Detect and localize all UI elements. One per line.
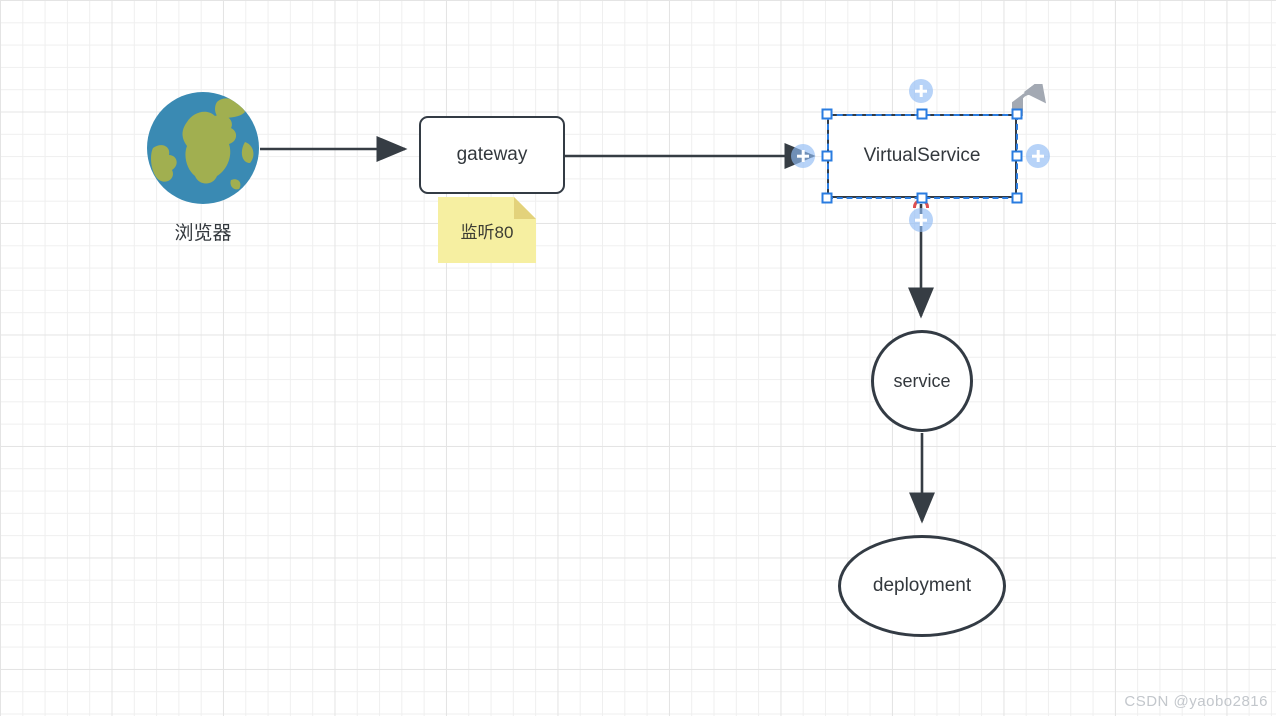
sticky-note-label: 监听80 bbox=[460, 222, 514, 242]
deployment-node[interactable]: deployment bbox=[838, 535, 1006, 637]
csdn-watermark: CSDN @yaobo2816 bbox=[1124, 693, 1268, 710]
plus-button-top[interactable] bbox=[909, 79, 933, 103]
rotate-icon[interactable] bbox=[1002, 78, 1050, 121]
service-label: service bbox=[893, 370, 951, 391]
resize-handle-s[interactable] bbox=[916, 192, 928, 204]
gateway-node[interactable]: gateway bbox=[419, 116, 565, 194]
virtualservice-label: VirtualService bbox=[863, 145, 981, 166]
deployment-label: deployment bbox=[872, 575, 972, 596]
service-node[interactable]: service bbox=[871, 330, 973, 432]
globe-icon[interactable] bbox=[147, 92, 259, 204]
browser-label: 浏览器 bbox=[174, 223, 232, 244]
resize-handle-e[interactable] bbox=[1011, 150, 1023, 162]
sticky-note[interactable]: 监听80 bbox=[438, 197, 536, 263]
resize-handle-se[interactable] bbox=[1011, 192, 1023, 204]
resize-handle-n[interactable] bbox=[916, 108, 928, 120]
plus-button-right[interactable] bbox=[1026, 144, 1050, 168]
gateway-label: gateway bbox=[456, 144, 528, 165]
resize-handle-sw[interactable] bbox=[821, 192, 833, 204]
resize-handle-w[interactable] bbox=[821, 150, 833, 162]
plus-button-bottom[interactable] bbox=[909, 208, 933, 232]
plus-button-left[interactable] bbox=[791, 144, 815, 168]
resize-handle-ne[interactable] bbox=[1011, 108, 1023, 120]
virtualservice-node[interactable]: VirtualService bbox=[826, 113, 1018, 199]
resize-handle-nw[interactable] bbox=[821, 108, 833, 120]
